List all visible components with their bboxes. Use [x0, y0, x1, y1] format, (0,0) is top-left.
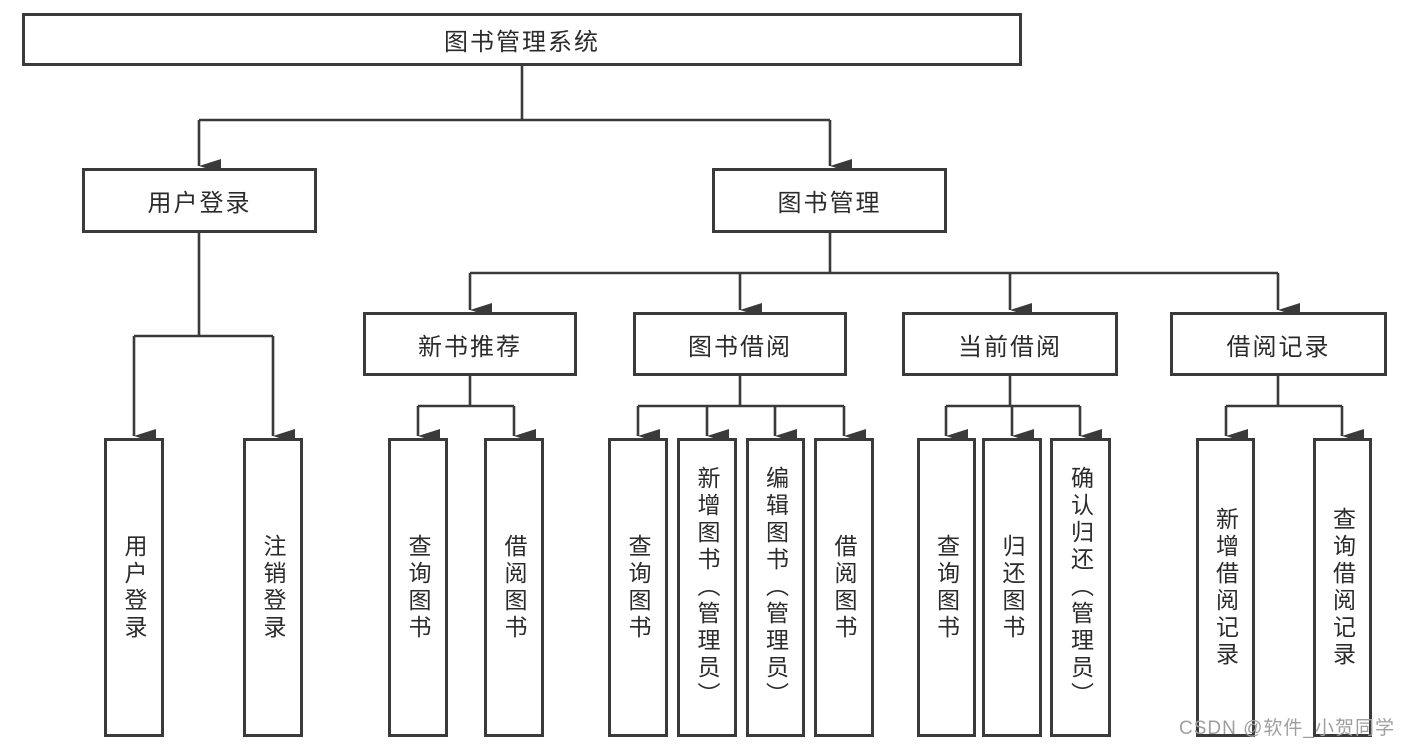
- node-leaf-query-book-a: 查询图书: [388, 438, 448, 737]
- leaf-label: 确认归还（管理员）: [1067, 466, 1094, 709]
- node-leaf-query-borrow-record: 查询借阅记录: [1313, 438, 1372, 737]
- node-leaf-confirm-return-admin: 确认归还（管理员）: [1050, 438, 1111, 737]
- leaf-label: 新增借阅记录: [1212, 506, 1239, 669]
- node-book-borrow: 图书借阅: [633, 312, 847, 376]
- leaf-label: 借阅图书: [501, 533, 527, 642]
- node-leaf-logout: 注销登录: [243, 438, 303, 737]
- leaf-label: 借阅图书: [831, 533, 857, 642]
- node-leaf-user-login: 用户登录: [104, 438, 164, 737]
- leaf-label: 查询图书: [625, 533, 651, 642]
- watermark: CSDN @软件_小贺同学: [1179, 718, 1395, 739]
- node-user-login: 用户登录: [82, 168, 317, 233]
- node-leaf-return-book: 归还图书: [982, 438, 1042, 737]
- leaf-label: 编辑图书（管理员）: [762, 466, 789, 709]
- node-leaf-query-book-c: 查询图书: [917, 438, 976, 737]
- leaf-label: 注销登录: [260, 533, 286, 642]
- node-leaf-edit-book-admin: 编辑图书（管理员）: [746, 438, 805, 737]
- node-leaf-add-book-admin: 新增图书（管理员）: [677, 438, 737, 737]
- node-leaf-borrow-book-b: 借阅图书: [814, 438, 874, 737]
- leaf-label: 查询借阅记录: [1329, 506, 1356, 669]
- node-book-mgmt: 图书管理: [712, 168, 947, 233]
- node-new-book-rec: 新书推荐: [363, 312, 577, 376]
- leaf-label: 用户登录: [121, 533, 147, 642]
- leaf-label: 查询图书: [933, 533, 960, 642]
- node-leaf-borrow-book-a: 借阅图书: [484, 438, 544, 737]
- node-borrow-records: 借阅记录: [1170, 312, 1387, 376]
- leaf-label: 归还图书: [999, 533, 1025, 642]
- node-leaf-query-book-b: 查询图书: [608, 438, 668, 737]
- node-root: 图书管理系统: [22, 13, 1022, 66]
- node-leaf-add-borrow-record: 新增借阅记录: [1196, 438, 1255, 737]
- leaf-label: 查询图书: [405, 533, 431, 642]
- node-current-borrow: 当前借阅: [902, 312, 1118, 376]
- leaf-label: 新增图书（管理员）: [694, 466, 720, 709]
